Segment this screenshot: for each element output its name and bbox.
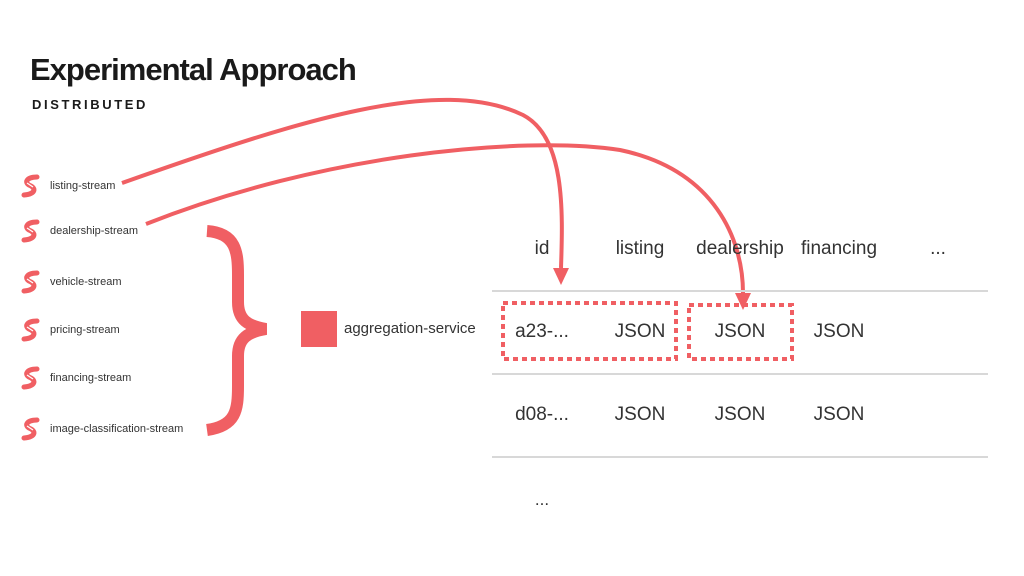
stream-label: pricing-stream <box>50 324 120 336</box>
stream-label: financing-stream <box>50 372 132 384</box>
table-cell-listing: JSON <box>614 404 666 425</box>
table-cell-dealership: JSON <box>714 321 766 342</box>
table-cell-dealership: JSON <box>714 404 766 425</box>
stream-s-icon <box>21 318 40 342</box>
arrow-listing-to-id <box>121 97 564 269</box>
stream-item-image-classification: image-classification-stream <box>20 417 183 441</box>
table-cell-financing: JSON <box>813 404 865 425</box>
table-cell-id: d08-... <box>515 404 569 425</box>
table-header-financing: financing <box>800 238 878 259</box>
table-header-listing: listing <box>615 238 665 259</box>
stream-item-listing: listing-stream <box>20 174 115 198</box>
table-more-rows: ... <box>534 490 550 509</box>
table-header-more: ... <box>930 238 946 259</box>
aggregation-service-label: aggregation-service <box>344 320 476 337</box>
table-divider <box>492 456 988 458</box>
table-header-id: id <box>534 238 550 259</box>
stream-s-icon <box>21 270 40 294</box>
stream-s-icon <box>21 174 40 198</box>
table-cell-listing: JSON <box>614 321 666 342</box>
stream-label: listing-stream <box>50 180 116 192</box>
table-cell-financing: JSON <box>813 321 865 342</box>
stream-item-vehicle: vehicle-stream <box>20 270 122 294</box>
arrow-dealership-to-dealership <box>145 143 745 294</box>
table-divider <box>492 373 988 375</box>
stream-s-icon <box>21 417 40 441</box>
arrowhead-id <box>553 268 569 285</box>
stream-label: dealership-stream <box>50 225 139 237</box>
stream-s-icon <box>21 366 40 390</box>
arrowhead-dealership <box>735 293 751 310</box>
stream-item-financing: financing-stream <box>20 366 131 390</box>
stream-s-icon <box>21 219 40 243</box>
stream-item-pricing: pricing-stream <box>20 318 120 342</box>
aggregation-service-box <box>301 311 337 347</box>
stream-label: vehicle-stream <box>50 276 122 288</box>
page-subtitle: DISTRIBUTED <box>32 97 148 112</box>
table-cell-id: a23-... <box>515 321 569 342</box>
highlight-box-dealership <box>687 303 794 361</box>
stream-label: image-classification-stream <box>50 423 184 435</box>
table-header-dealership: dealership <box>696 238 784 259</box>
page-title: Experimental Approach <box>30 52 357 87</box>
curly-brace <box>205 225 268 436</box>
stream-item-dealership: dealership-stream <box>20 219 138 243</box>
table-divider <box>492 290 988 292</box>
highlight-box-id-listing <box>501 301 678 361</box>
